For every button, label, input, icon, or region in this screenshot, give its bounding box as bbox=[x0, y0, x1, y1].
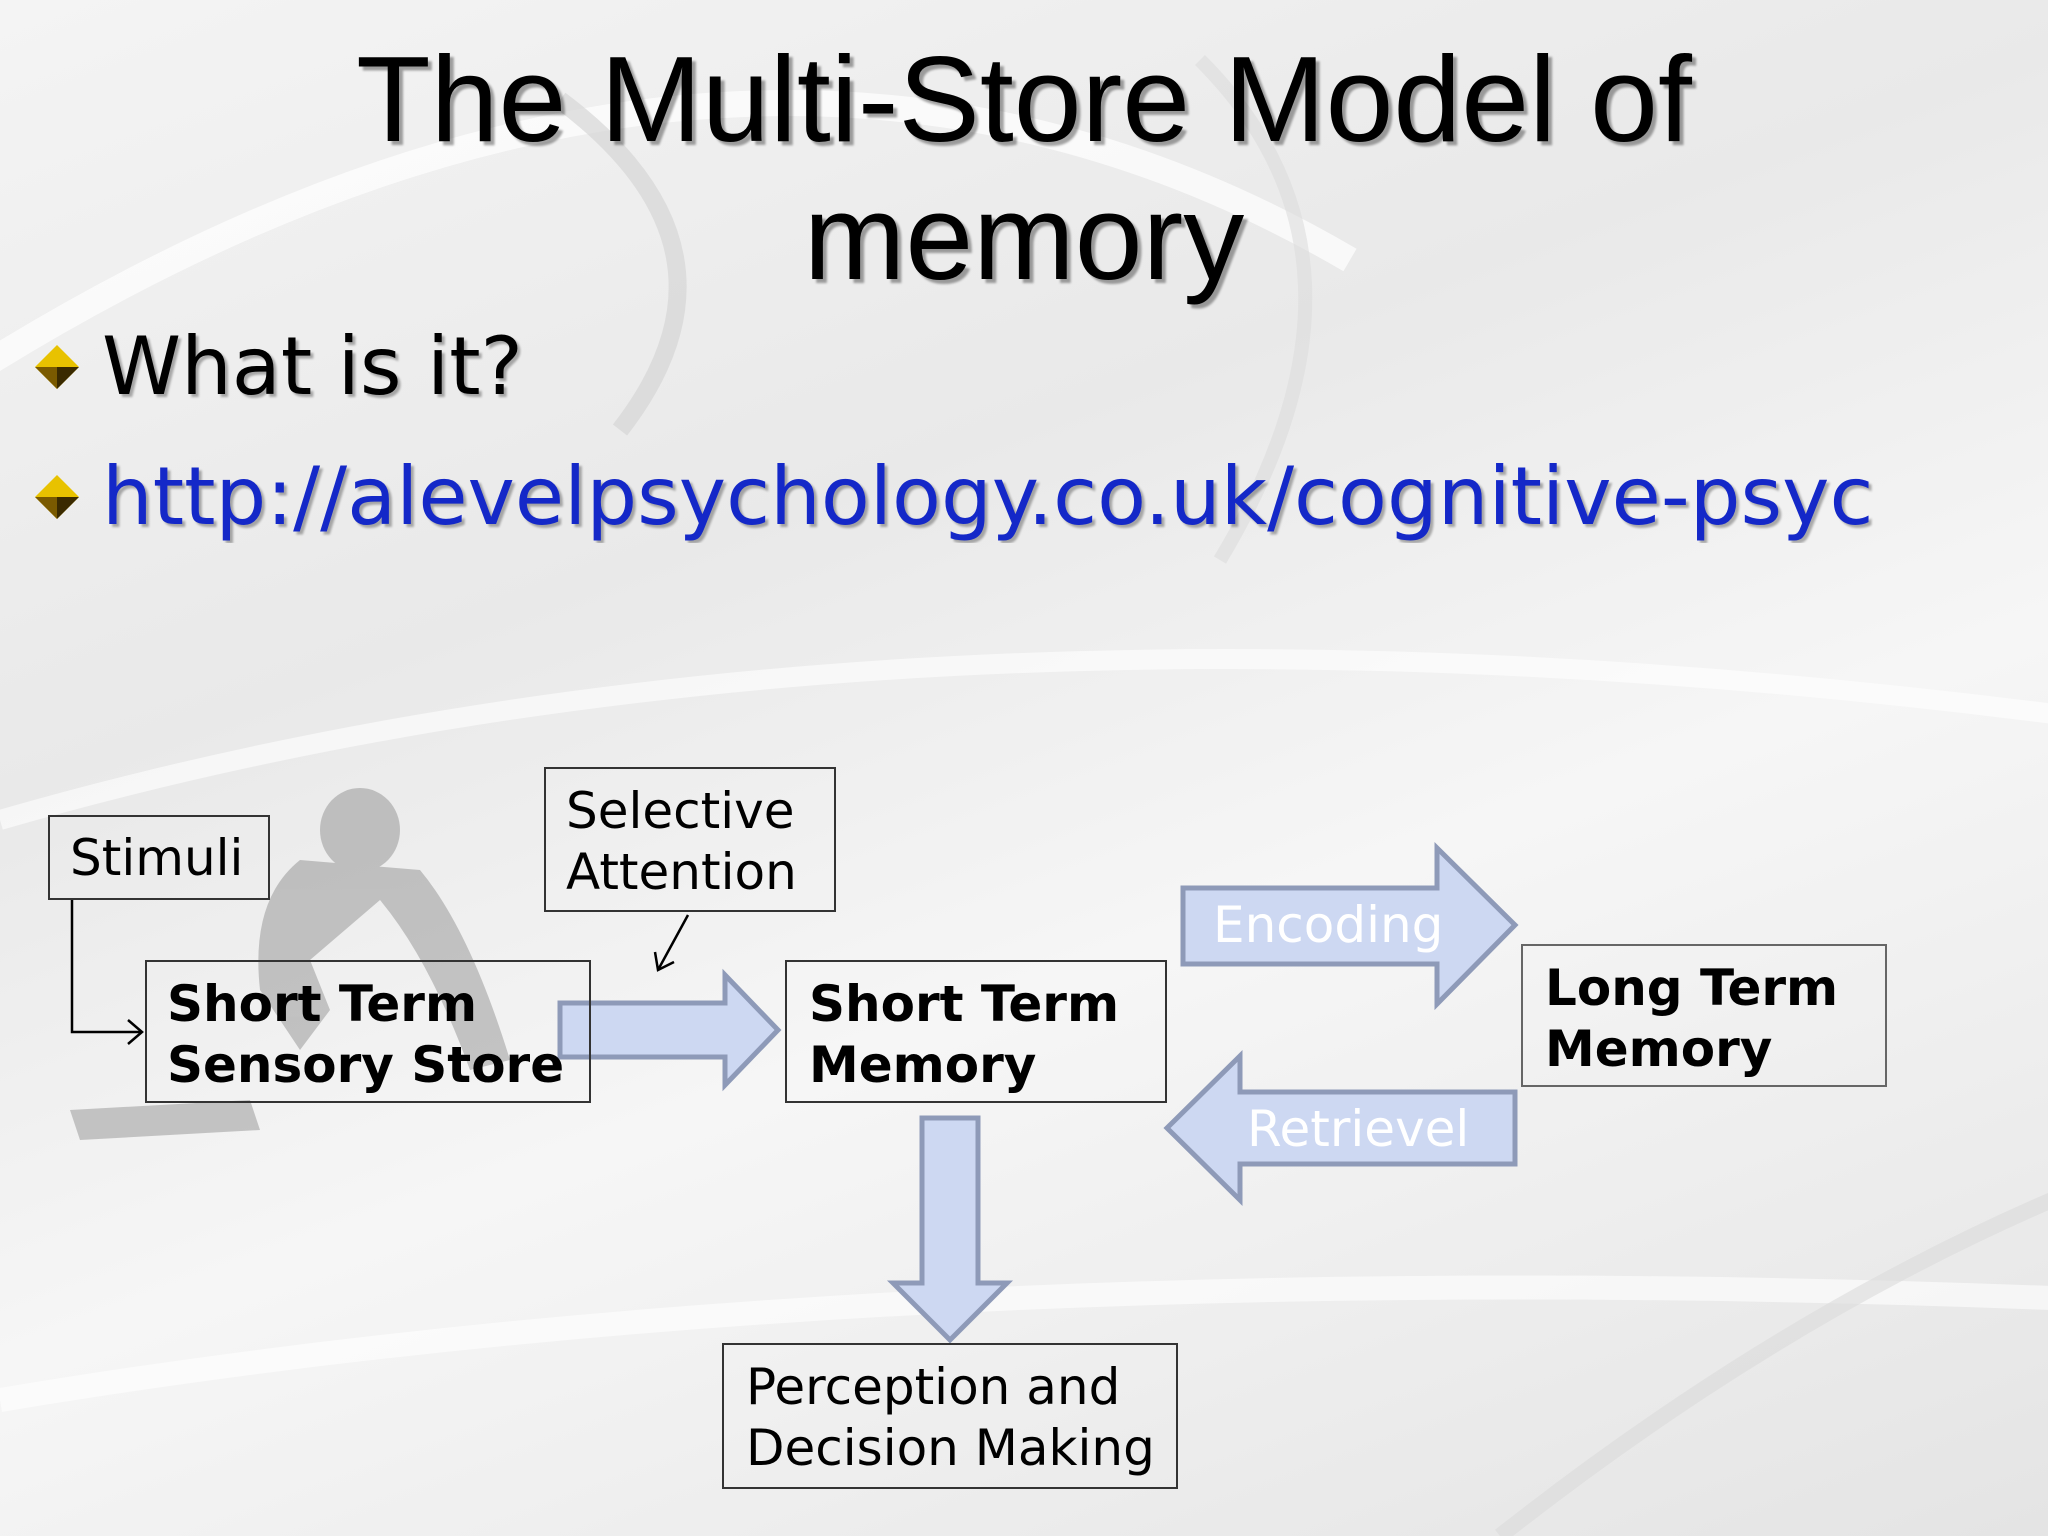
attention-pointer bbox=[656, 914, 690, 971]
diamond-bullet-icon bbox=[35, 344, 79, 389]
title-line-1: The Multi-Store Model of bbox=[356, 31, 1692, 167]
perception-box: Perception and Decision Making bbox=[722, 1343, 1178, 1489]
sensory-store-line-2: Sensory Store bbox=[167, 1036, 565, 1094]
encoding-arrow bbox=[1180, 842, 1519, 1011]
retrieval-arrow bbox=[1163, 1050, 1518, 1206]
diamond-bullet-icon bbox=[35, 474, 79, 519]
perception-line-1: Perception and bbox=[746, 1358, 1121, 1416]
retrieval-label: Retrievel bbox=[1247, 1100, 1470, 1158]
stm-line-2: Memory bbox=[809, 1036, 1037, 1094]
ltm-line-1: Long Term bbox=[1545, 959, 1839, 1017]
long-term-memory-box: Long Term Memory bbox=[1521, 944, 1887, 1087]
stm-to-perception-arrow bbox=[886, 1115, 1014, 1344]
selective-attention-line-2: Attention bbox=[566, 843, 797, 901]
sensory-store-line-1: Short Term bbox=[167, 975, 478, 1033]
bullet-text: What is it? bbox=[102, 320, 524, 413]
encoding-label: Encoding bbox=[1213, 896, 1444, 954]
bullet-what-is-it: What is it? bbox=[32, 320, 523, 413]
stimuli-label: Stimuli bbox=[70, 829, 244, 887]
sensory-store-box: Short Term Sensory Store bbox=[145, 960, 591, 1103]
perception-line-2: Decision Making bbox=[746, 1419, 1155, 1477]
selective-attention-line-1: Selective bbox=[566, 782, 795, 840]
runner-silhouette bbox=[70, 788, 510, 1140]
slide-title: The Multi-Store Model of memory bbox=[0, 30, 2048, 306]
selective-attention-box: Selective Attention bbox=[544, 767, 836, 912]
stm-line-1: Short Term bbox=[809, 975, 1120, 1033]
bullet-link[interactable]: http://alevelpsychology.co.uk/cognitive-… bbox=[32, 450, 2048, 543]
stimuli-box: Stimuli bbox=[48, 815, 270, 900]
stimuli-arrowhead bbox=[127, 1019, 144, 1045]
short-term-memory-box: Short Term Memory bbox=[785, 960, 1167, 1103]
sensory-to-stm-arrow bbox=[557, 968, 782, 1092]
stimuli-connector bbox=[70, 898, 142, 1034]
hyperlink[interactable]: http://alevelpsychology.co.uk/cognitive-… bbox=[102, 450, 1874, 543]
title-line-2: memory bbox=[803, 169, 1245, 305]
ltm-line-2: Memory bbox=[1545, 1020, 1773, 1078]
